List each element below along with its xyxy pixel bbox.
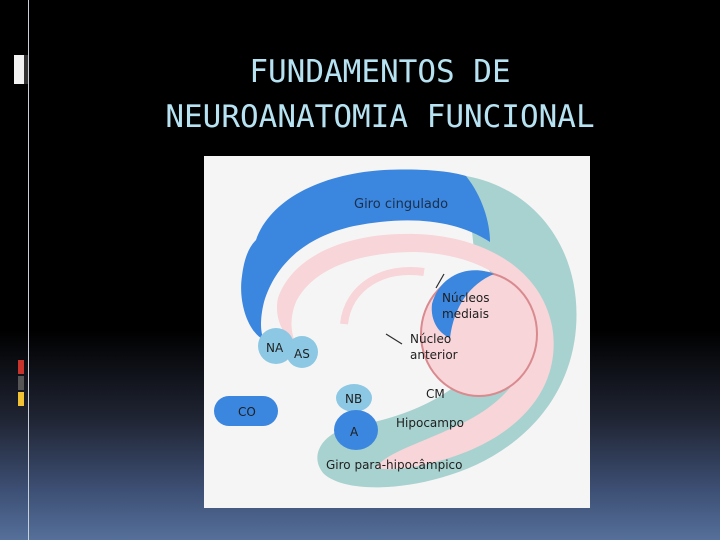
accent-bar-yellow (18, 392, 24, 406)
slide-title: FUNDAMENTOS DE NEUROANATOMIA FUNCIONAL (110, 50, 650, 140)
left-divider-line (28, 0, 29, 540)
label-nucleo-anterior-2: anterior (410, 348, 458, 362)
label-nucleo-anterior-1: Núcleo (410, 332, 451, 346)
label-as: AS (294, 347, 310, 361)
label-giro-para-hipocampico: Giro para-hipocâmpico (326, 458, 462, 472)
label-a: A (350, 425, 359, 439)
label-co: CO (238, 405, 256, 419)
label-giro-cingulado: Giro cingulado (354, 197, 448, 212)
label-cm: CM (426, 387, 445, 401)
accent-bar-red (18, 360, 24, 374)
nucleus-accumbens-shape (258, 328, 294, 364)
label-na: NA (266, 341, 284, 355)
leader-line-nucleo-anterior (385, 333, 403, 345)
septal-area-shape (286, 336, 318, 368)
label-hipocampo: Hipocampo (396, 416, 464, 430)
title-accent-block (14, 55, 26, 84)
basal-nucleus-shape (336, 384, 372, 412)
accent-bar-gray (18, 376, 24, 390)
slide-title-line-2: NEUROANATOMIA FUNCIONAL (165, 99, 595, 135)
cingulate-gyrus-region (241, 169, 490, 340)
leader-line-nucleos (435, 273, 445, 289)
label-nucleos-mediais-1: Núcleos (442, 291, 490, 305)
label-nucleos-mediais-2: mediais (442, 307, 489, 321)
diagram-svg: Giro cingulado Núcleos mediais Núcleo an… (204, 156, 590, 508)
label-nb: NB (345, 392, 362, 406)
hippocampus-inner-arc (340, 267, 425, 325)
limbic-system-diagram: Giro cingulado Núcleos mediais Núcleo an… (204, 156, 590, 508)
amygdala-shape (334, 410, 378, 450)
olfactory-cortex-shape (214, 396, 278, 426)
slide-title-line-1: FUNDAMENTOS DE (249, 54, 511, 90)
title-accent-shadow (24, 55, 28, 84)
anterior-nucleus (431, 270, 494, 338)
